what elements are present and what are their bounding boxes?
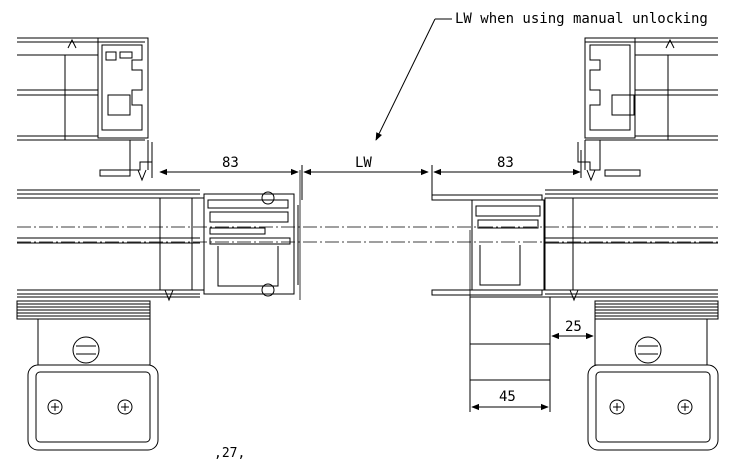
center-axis-lines bbox=[17, 226, 718, 243]
top-left-frame-profile bbox=[17, 37, 153, 182]
right-lock-housing bbox=[587, 300, 719, 451]
leader-line bbox=[375, 18, 436, 141]
dim-25-label: 25 bbox=[565, 319, 582, 335]
dim-left-83-label: 83 bbox=[222, 155, 239, 171]
right-sliding-sash bbox=[431, 189, 718, 302]
center-handle-block bbox=[469, 296, 551, 412]
dim-45-label: 45 bbox=[499, 389, 516, 405]
left-lock-housing bbox=[16, 300, 159, 451]
top-right-frame-profile bbox=[577, 37, 718, 182]
page-mark: ,27, bbox=[214, 446, 245, 461]
right-ribbed-strip bbox=[594, 300, 719, 320]
dim-right-83-label: 83 bbox=[497, 155, 514, 171]
dimension-lines bbox=[159, 18, 594, 411]
annotation-text: LW when using manual unlocking bbox=[455, 11, 708, 27]
dim-lw-label: LW bbox=[355, 155, 372, 171]
left-ribbed-strip bbox=[16, 300, 151, 320]
left-sliding-sash bbox=[17, 170, 301, 302]
